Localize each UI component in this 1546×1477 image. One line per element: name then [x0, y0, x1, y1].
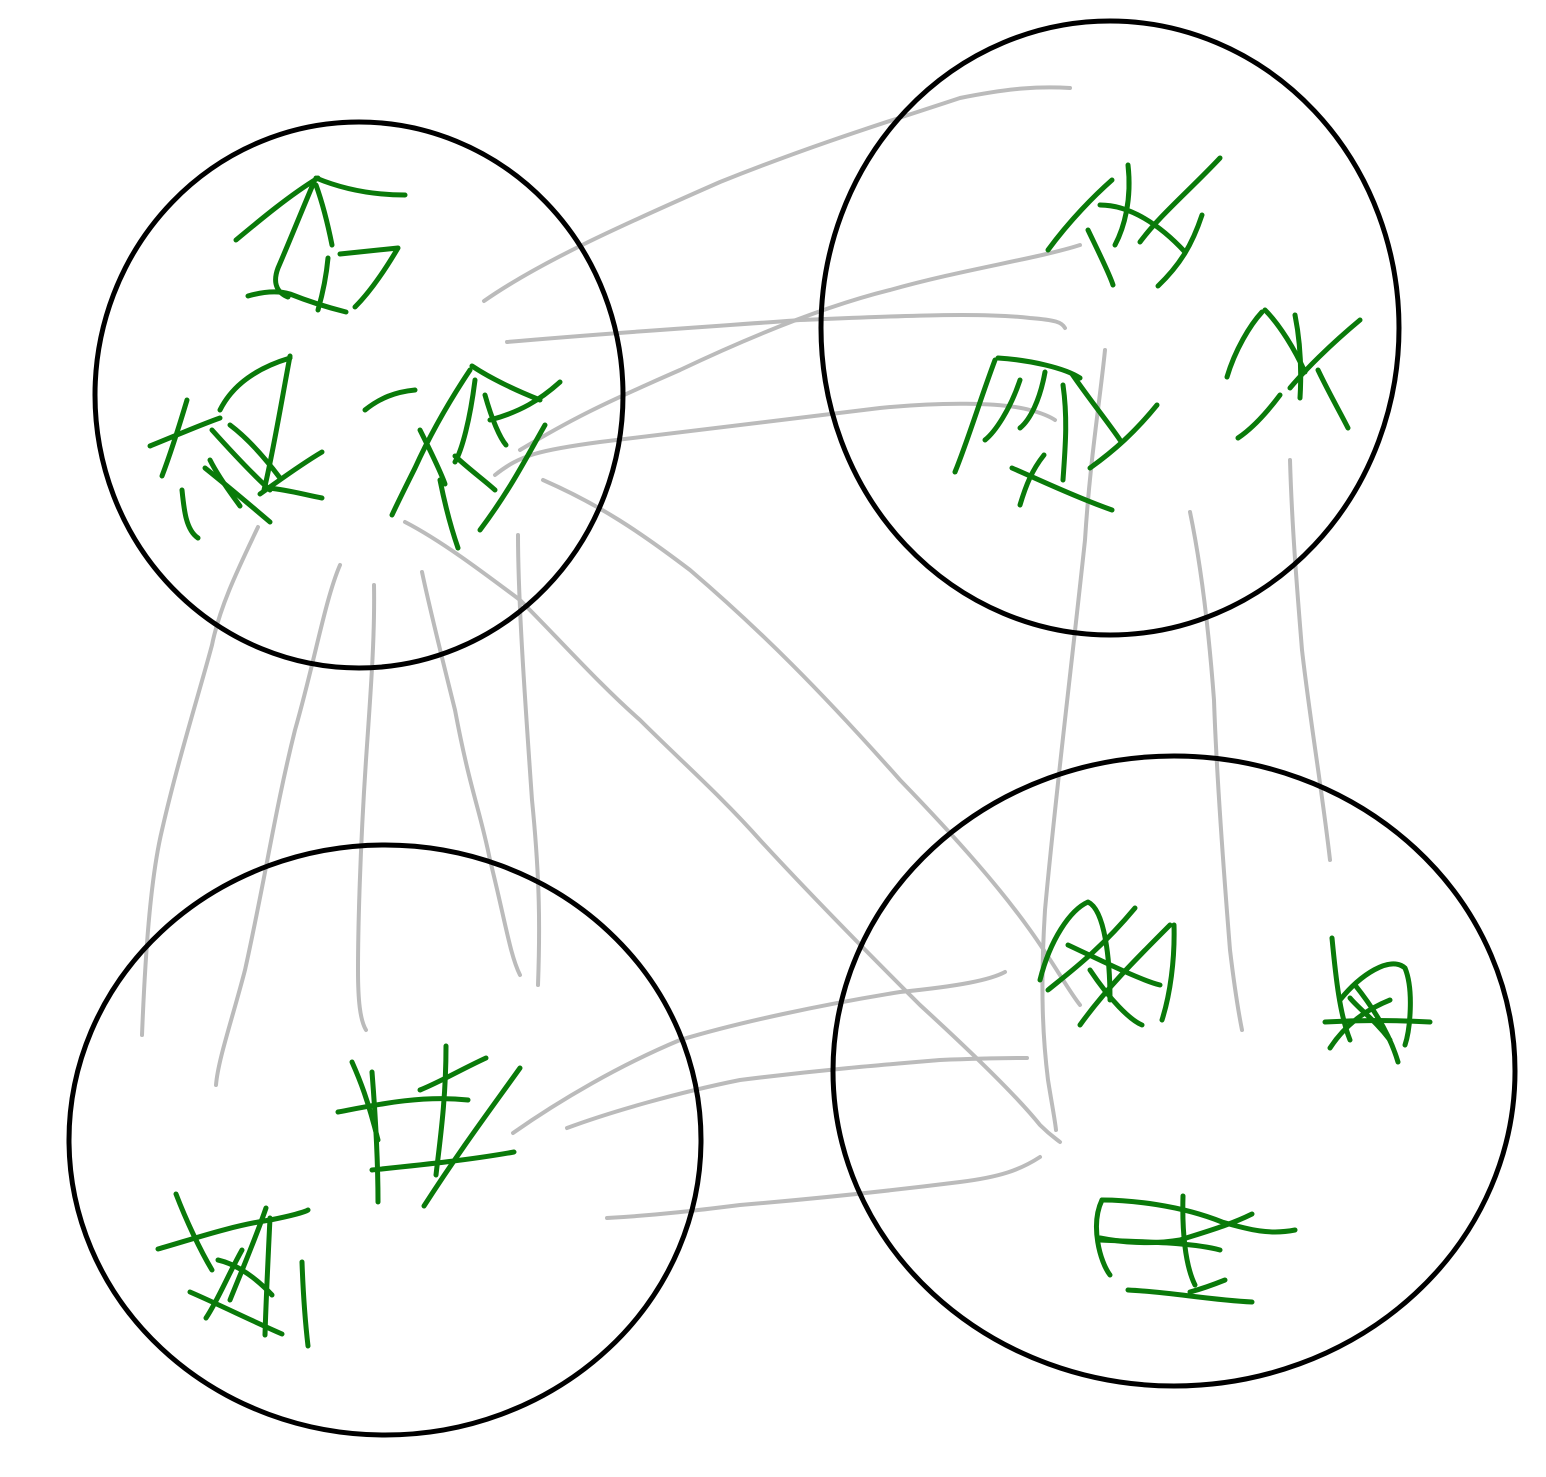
glyph-tl-3	[362, 363, 563, 551]
connector-bl-br-2	[565, 1056, 1029, 1130]
connector-tl-br-2	[403, 520, 1062, 1144]
connector-tl-tr-4	[493, 401, 1057, 477]
connector-tl-tr-3	[518, 243, 1082, 452]
cluster-bottom-left	[66, 842, 704, 1438]
cluster-top-right	[818, 18, 1402, 638]
connector-lines	[140, 85, 1332, 1220]
connector-tl-bl-5	[516, 533, 542, 987]
connector-tr-br-3	[1288, 458, 1332, 862]
connector-tl-bl-1	[140, 525, 260, 1037]
connector-tl-tr-2	[505, 312, 1067, 344]
connector-bl-br-1	[511, 970, 1007, 1135]
glyph-tl-1	[233, 175, 408, 315]
connector-tl-bl-2	[214, 563, 342, 1087]
connector-tr-br-1	[1040, 348, 1107, 1132]
glyph-br-1	[1037, 899, 1177, 1028]
connector-tl-tr-1	[482, 85, 1072, 303]
connector-tr-br-2	[1188, 510, 1244, 1032]
connector-tl-bl-4	[420, 570, 522, 977]
glyph-bl-2	[155, 1191, 311, 1349]
glyph-br-3	[1094, 1193, 1298, 1305]
connector-bl-br-3	[605, 1155, 1042, 1220]
cluster-top-left	[92, 119, 626, 671]
cluster-circles	[66, 18, 1518, 1438]
glyph-scribbles	[147, 155, 1433, 1349]
glyph-tr-3	[1224, 307, 1363, 441]
connector-tl-bl-3	[356, 583, 377, 1032]
glyph-tr-1	[1045, 155, 1223, 289]
glyph-br-2	[1322, 935, 1433, 1065]
glyph-tl-2	[147, 353, 325, 541]
cluster-bottom-right	[830, 753, 1518, 1389]
glyph-tr-2	[952, 355, 1160, 513]
glyph-bl-1	[335, 1043, 523, 1209]
connector-tl-br-1	[541, 478, 1082, 1007]
